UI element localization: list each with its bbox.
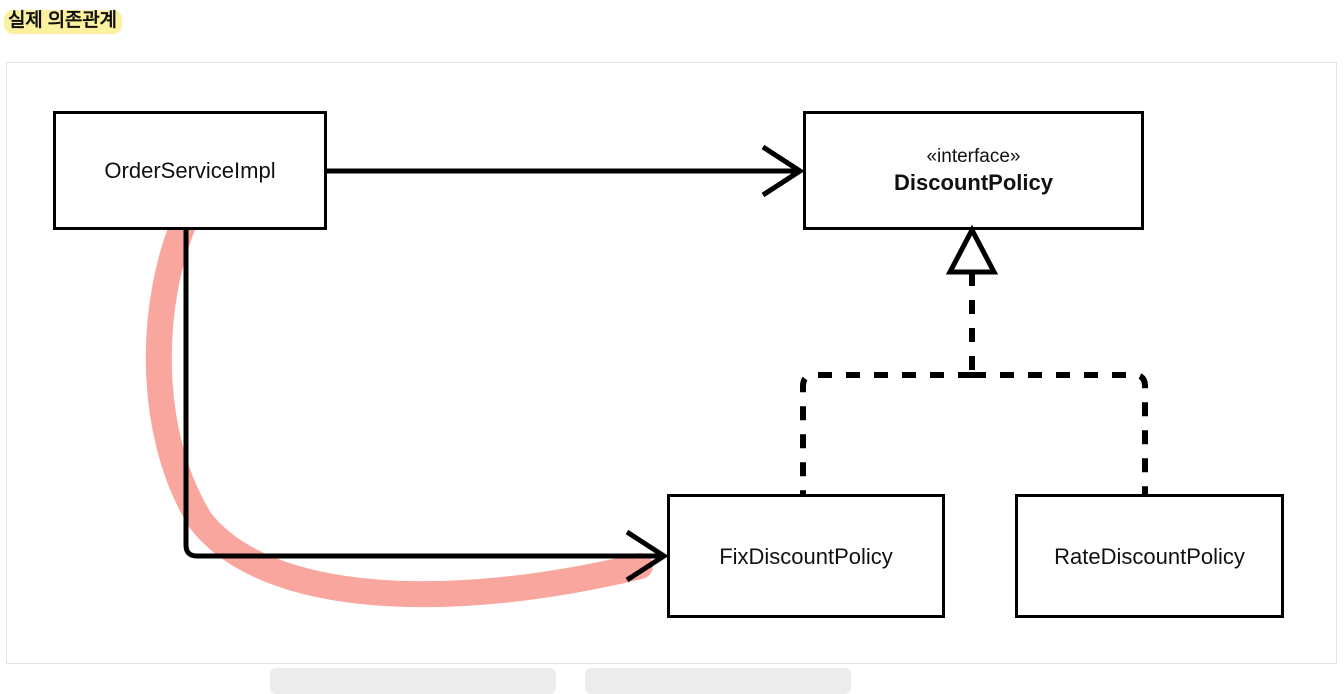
edge-dependency-order-to-fixdiscount <box>183 230 669 583</box>
uml-interface-discountpolicy[interactable]: «interface» DiscountPolicy <box>803 111 1144 230</box>
hollow-triangle-arrowhead-icon <box>945 224 999 275</box>
uml-class-fixdiscountpolicy[interactable]: FixDiscountPolicy <box>667 494 945 618</box>
realization-branch-fixdiscount <box>800 372 972 494</box>
bottom-cutoff-card-2[interactable] <box>585 668 851 694</box>
edge-realization-to-discountpolicy <box>800 224 1148 494</box>
uml-class-name: RateDiscountPolicy <box>1054 543 1245 569</box>
realization-branch-ratediscount <box>972 372 1148 494</box>
open-arrowhead-icon <box>761 144 805 198</box>
page-title-text: 실제 의존관계 <box>4 10 122 34</box>
uml-class-orderserviceimpl[interactable]: OrderServiceImpl <box>53 111 327 230</box>
uml-stereotype-label: «interface» <box>926 146 1021 167</box>
bottom-cutoff-card-1[interactable] <box>270 668 556 694</box>
page-title: 실제 의존관계 <box>4 2 122 42</box>
highlight-stroke-order-to-fixdiscount <box>145 205 653 608</box>
uml-class-ratediscountpolicy[interactable]: RateDiscountPolicy <box>1015 494 1284 618</box>
open-arrowhead-icon <box>625 529 669 583</box>
uml-class-name: OrderServiceImpl <box>104 158 276 183</box>
uml-class-name: FixDiscountPolicy <box>719 543 893 569</box>
diagram-canvas: OrderServiceImpl «interface» DiscountPol… <box>7 63 1336 663</box>
uml-interface-name: DiscountPolicy <box>894 170 1053 195</box>
edge-line <box>183 230 659 559</box>
diagram-frame: OrderServiceImpl «interface» DiscountPol… <box>6 62 1337 664</box>
edge-dependency-order-to-discountpolicy <box>327 144 805 198</box>
